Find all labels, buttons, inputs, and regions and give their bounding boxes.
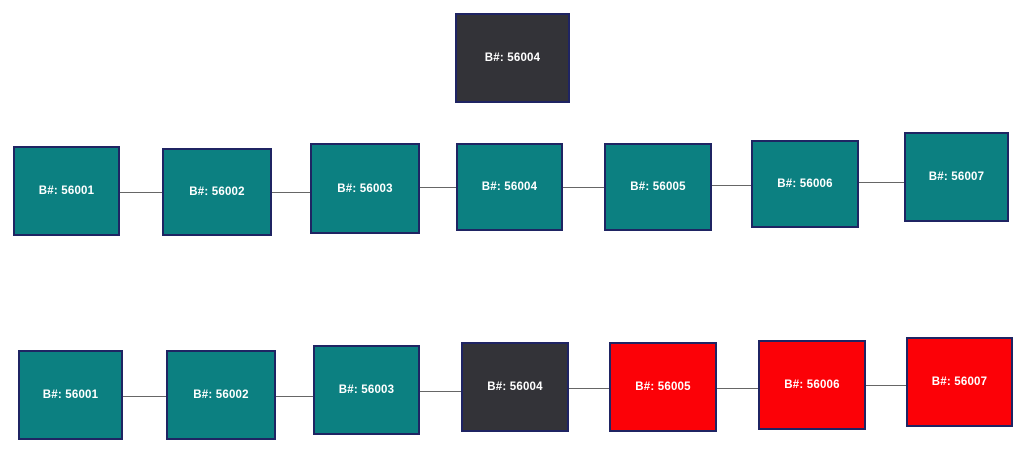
block-height-label: B#: 56006 [777, 178, 833, 190]
block-height-label: B#: 56003 [337, 182, 393, 195]
main-chain-block-56005[interactable]: B#: 56005 [604, 143, 712, 231]
main-chain-connector-1 [270, 192, 312, 193]
fork-chain-connector-1 [274, 396, 315, 397]
block-height-label: B#: 56002 [193, 389, 249, 401]
block-height-label: B#: 56005 [635, 381, 691, 393]
block-height-label: B#: 56007 [931, 376, 988, 388]
main-chain-connector-4 [710, 185, 753, 186]
main-chain-connector-2 [418, 187, 458, 188]
block-height-label: B#: 56005 [630, 181, 686, 193]
fork-chain-connector-0 [121, 396, 168, 397]
main-chain-connector-3 [561, 187, 606, 188]
block-height-label: B#: 56002 [189, 186, 245, 198]
main-chain-block-56006[interactable]: B#: 56006 [751, 140, 859, 228]
fork-chain-connector-2 [418, 391, 463, 392]
block-height-label: B#: 56007 [928, 171, 985, 183]
fork-chain-connector-3 [567, 388, 611, 389]
fork-chain-block-56007[interactable]: B#: 56007 [906, 337, 1013, 427]
main-chain-block-56001[interactable]: B#: 56001 [13, 146, 120, 236]
fork-chain-block-56004[interactable]: B#: 56004 [461, 342, 569, 432]
fork-chain-connector-4 [715, 388, 760, 389]
block-height-label: B#: 56004 [481, 181, 538, 193]
main-chain-connector-0 [118, 192, 164, 193]
block-height-label: B#: 56006 [784, 379, 840, 391]
block-height-label: B#: 56003 [338, 384, 395, 396]
fork-chain-block-56001[interactable]: B#: 56001 [18, 350, 123, 440]
main-chain-block-56002[interactable]: B#: 56002 [162, 148, 272, 236]
main-chain-block-56004[interactable]: B#: 56004 [456, 143, 563, 231]
fork-chain-block-56002[interactable]: B#: 56002 [166, 350, 276, 440]
fork-chain-block-56005[interactable]: B#: 56005 [609, 342, 717, 432]
fork-chain-connector-5 [864, 385, 908, 386]
main-chain-block-56007[interactable]: B#: 56007 [904, 132, 1009, 222]
block-height-label: B#: 56001 [38, 185, 95, 197]
block-height-label: B#: 56001 [42, 389, 99, 401]
block-height-label: B#: 56004 [487, 381, 543, 393]
fork-chain-block-56006[interactable]: B#: 56006 [758, 340, 866, 430]
main-chain-block-56003[interactable]: B#: 56003 [310, 143, 420, 234]
fork-chain-block-56003[interactable]: B#: 56003 [313, 345, 420, 435]
main-chain-connector-5 [857, 182, 906, 183]
block-height-label: B#: 56004 [484, 52, 541, 64]
orphan-block[interactable]: B#: 56004 [455, 13, 570, 103]
